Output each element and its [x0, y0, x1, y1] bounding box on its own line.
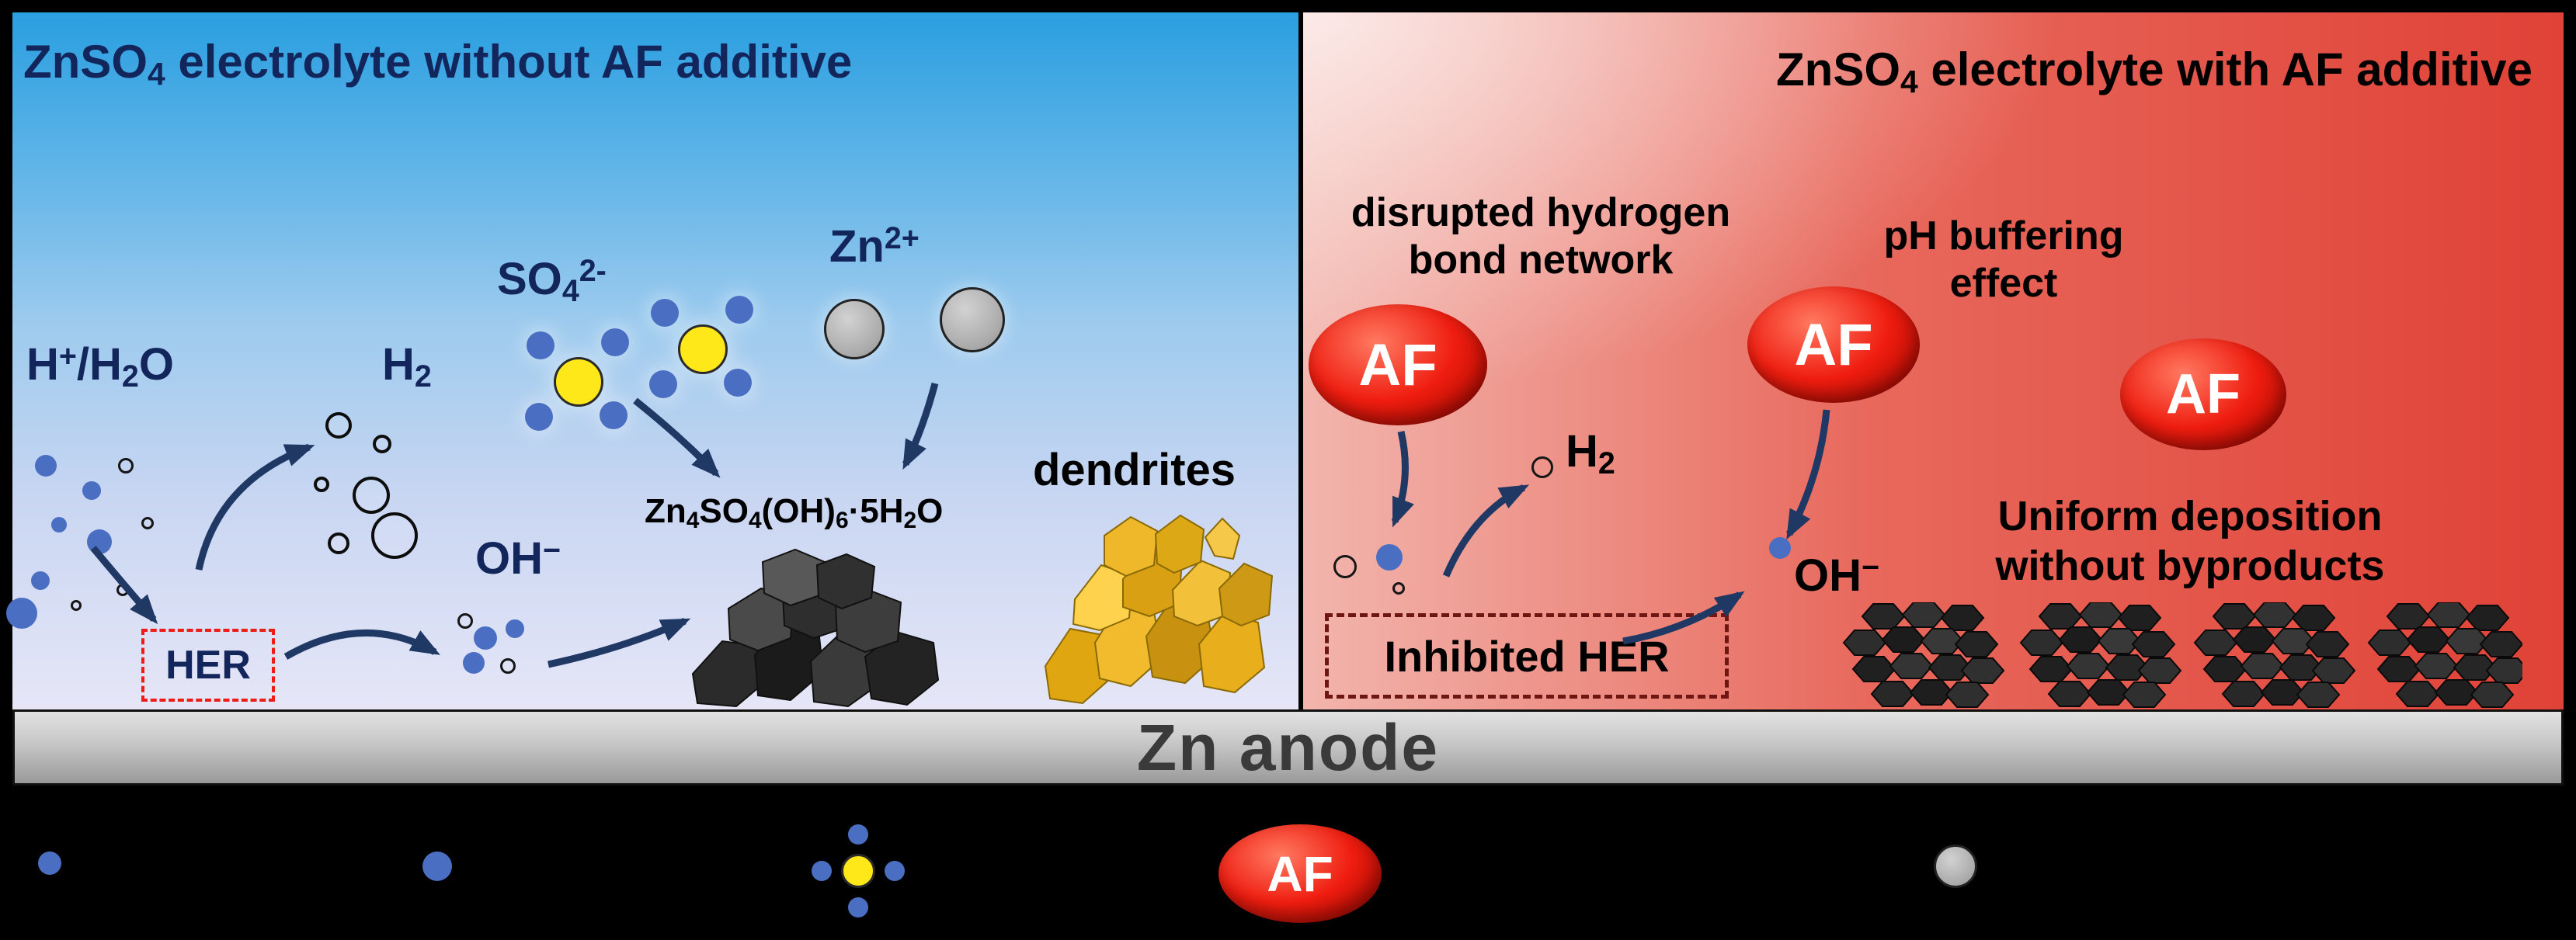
- legend-af-icon: AF: [1218, 824, 1382, 923]
- h2-bubble: [325, 412, 352, 439]
- zn-anode-label: Zn anode: [1136, 710, 1440, 784]
- annotation-uniform-line1: Uniform deposition: [1997, 493, 2383, 539]
- water-ring-dot: [1392, 582, 1405, 595]
- af-molecule: AF: [1747, 286, 1920, 403]
- so4-ion-icon: [645, 291, 761, 408]
- right-panel-with-additive: [1303, 12, 2564, 709]
- water-ring-dot: [71, 600, 82, 611]
- proton-dot: [35, 455, 57, 477]
- so4-oxygen-dot: [525, 403, 553, 431]
- af-molecule: AF: [1309, 304, 1487, 425]
- label-byproduct-formula: Zn4SO4(OH)6·5H2O: [645, 492, 944, 533]
- dendrite-crystals: [1044, 514, 1274, 705]
- label-zn2: Zn2+: [829, 221, 920, 272]
- annotation-disrupted-line2: bond network: [1408, 238, 1674, 283]
- label-h2-left: H2: [382, 339, 432, 394]
- so4-sulfur-core: [841, 854, 875, 888]
- left-panel-title: ZnSO4 electrolyte without AF additive: [23, 36, 853, 92]
- af-molecule: AF: [2120, 338, 2286, 450]
- legend-hydroxide-dot-icon: [422, 852, 452, 881]
- af-label: AF: [1358, 331, 1437, 398]
- annotation-uniform-deposition: Uniform deposition without byproducts: [1942, 492, 2439, 591]
- hydroxide-dot: [474, 626, 497, 650]
- so4-sulfur-core: [678, 324, 728, 374]
- legend-zn-icon: [1934, 845, 1977, 888]
- so4-oxygen-dot: [724, 369, 752, 397]
- proton-dot: [6, 598, 37, 629]
- so4-oxygen-dot: [651, 299, 679, 327]
- label-h-h2o: H+/H2O: [26, 339, 174, 394]
- hydroxide-dot: [463, 652, 485, 674]
- h2-bubble: [328, 532, 349, 554]
- annotation-ph-line2: effect: [1949, 261, 2058, 307]
- so4-ion-icon: [520, 324, 637, 440]
- so4-oxygen-dot: [812, 861, 832, 881]
- label-so4: SO42-: [497, 254, 607, 308]
- her-label: HER: [165, 643, 251, 688]
- af-label: AF: [1794, 311, 1873, 378]
- h2-bubble: [1531, 456, 1553, 478]
- af-label: AF: [1267, 845, 1333, 902]
- proton-dot: [31, 571, 50, 590]
- h2-bubble: [373, 435, 391, 453]
- h2-bubble: [353, 477, 390, 514]
- label-oh-left: OH−: [475, 533, 561, 584]
- water-ring-dot: [116, 584, 129, 596]
- proton-dot: [87, 529, 112, 554]
- water-ring-dot: [141, 517, 154, 529]
- so4-oxygen-dot: [725, 296, 753, 324]
- zn-ion-icon: [824, 299, 885, 359]
- zn-ion-icon: [940, 287, 1005, 352]
- uniform-deposition-tiles: [1839, 602, 2522, 709]
- label-oh-right: OH−: [1794, 550, 1880, 601]
- so4-oxygen-dot: [600, 401, 627, 429]
- legend-so4-icon: [810, 823, 906, 919]
- label-h2-right: H2: [1566, 426, 1615, 480]
- water-ring-dot: [118, 458, 134, 473]
- annotation-uniform-line2: without byproducts: [1995, 542, 2385, 589]
- annotation-disrupted-network: disrupted hydrogen bond network: [1323, 189, 1758, 285]
- so4-oxygen-dot: [848, 897, 868, 917]
- inhibited-her-label: Inhibited HER: [1384, 631, 1670, 681]
- proton-dot: [82, 481, 101, 500]
- annotation-ph-buffering: pH buffering effect: [1864, 213, 2143, 308]
- so4-oxygen-dot: [527, 331, 554, 359]
- h2-bubble: [314, 477, 329, 492]
- so4-oxygen-dot: [885, 861, 905, 881]
- proton-dot: [51, 517, 67, 532]
- inhibited-her-box: Inhibited HER: [1325, 613, 1729, 699]
- water-ring-dot: [500, 658, 516, 674]
- proton-dot: [1376, 544, 1403, 571]
- right-panel-title: ZnSO4 electrolyte with AF additive: [1776, 43, 2533, 99]
- water-ring-dot: [457, 613, 473, 629]
- zn-anode-bar: Zn anode: [12, 709, 2564, 786]
- legend-proton-dot-icon: [38, 852, 61, 875]
- af-label: AF: [2166, 363, 2241, 425]
- annotation-disrupted-line1: disrupted hydrogen: [1351, 190, 1731, 235]
- annotation-ph-line1: pH buffering: [1883, 213, 2124, 258]
- so4-oxygen-dot: [649, 370, 677, 398]
- label-dendrites: dendrites: [1033, 445, 1236, 495]
- so4-oxygen-dot: [601, 328, 629, 356]
- byproduct-crystals: [691, 548, 940, 708]
- water-ring-dot: [1333, 555, 1357, 578]
- so4-oxygen-dot: [848, 824, 868, 845]
- hydroxide-dot: [506, 619, 524, 638]
- hydroxide-dot: [1769, 537, 1791, 559]
- so4-sulfur-core: [554, 357, 603, 407]
- her-box: HER: [141, 629, 275, 702]
- h2-bubble: [371, 512, 418, 559]
